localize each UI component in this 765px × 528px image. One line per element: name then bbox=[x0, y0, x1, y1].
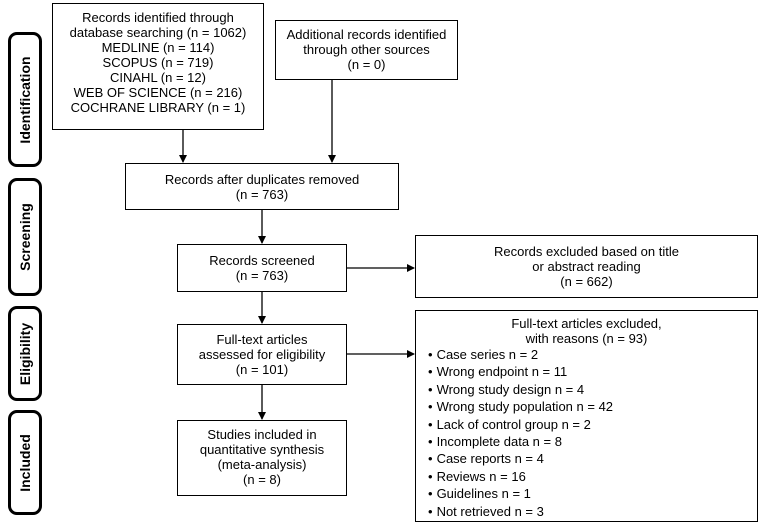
exclusion-reason: Wrong study design n = 4 bbox=[428, 381, 757, 398]
stage-identification: Identification bbox=[8, 32, 42, 167]
fulltext-line: assessed for eligibility bbox=[198, 347, 326, 362]
exclusion-reason: Case reports n = 4 bbox=[428, 450, 757, 467]
stage-screening-label: Screening bbox=[17, 203, 33, 271]
screened-line: (n = 763) bbox=[235, 268, 289, 283]
identified-line: CINAHL (n = 12) bbox=[110, 70, 206, 85]
fulltext-excluded-box: Full-text articles excluded, with reason… bbox=[415, 310, 758, 522]
identified-line: WEB OF SCIENCE (n = 216) bbox=[73, 85, 243, 100]
identified-line: MEDLINE (n = 114) bbox=[101, 40, 215, 55]
identified-line: SCOPUS (n = 719) bbox=[102, 55, 214, 70]
excluded-title-line: or abstract reading bbox=[532, 259, 641, 274]
records-identified-box: Records identified through database sear… bbox=[52, 3, 264, 130]
exclusion-reason: Not retrieved n = 3 bbox=[428, 503, 757, 520]
fulltext-excluded-header-line: with reasons (n = 93) bbox=[525, 331, 648, 346]
stage-eligibility-label: Eligibility bbox=[17, 322, 33, 385]
stage-included-label: Included bbox=[17, 433, 33, 492]
duplicates-line: Records after duplicates removed bbox=[164, 172, 360, 187]
exclusion-reason: Wrong endpoint n = 11 bbox=[428, 363, 757, 380]
exclusion-reason: Reviews n = 16 bbox=[428, 468, 757, 485]
studies-included-box: Studies included in quantitative synthes… bbox=[177, 420, 347, 496]
excluded-title-line: Records excluded based on title bbox=[493, 244, 679, 259]
additional-records-box: Additional records identified through ot… bbox=[275, 20, 458, 80]
fulltext-line: (n = 101) bbox=[235, 362, 289, 377]
included-line: (n = 8) bbox=[243, 472, 281, 487]
duplicates-removed-box: Records after duplicates removed (n = 76… bbox=[125, 163, 399, 210]
included-line: quantitative synthesis bbox=[199, 442, 325, 457]
fulltext-excluded-header-line: Full-text articles excluded, bbox=[511, 316, 662, 331]
stage-identification-label: Identification bbox=[17, 55, 33, 144]
exclusion-reason: Incomplete data n = 8 bbox=[428, 433, 757, 450]
exclusion-reason: Case series n = 2 bbox=[428, 346, 757, 363]
additional-line: (n = 0) bbox=[347, 57, 386, 72]
identified-line: database searching (n = 1062) bbox=[69, 25, 247, 40]
fulltext-excluded-header: Full-text articles excluded, with reason… bbox=[416, 316, 757, 346]
duplicates-line: (n = 763) bbox=[235, 187, 289, 202]
identified-line: COCHRANE LIBRARY (n = 1) bbox=[70, 100, 246, 115]
exclusion-reasons-list: Case series n = 2 Wrong endpoint n = 11 … bbox=[428, 346, 757, 520]
included-line: Studies included in bbox=[207, 427, 317, 442]
stage-eligibility: Eligibility bbox=[8, 306, 42, 401]
included-line: (meta-analysis) bbox=[217, 457, 307, 472]
stage-included: Included bbox=[8, 410, 42, 515]
excluded-title-line: (n = 662) bbox=[560, 274, 613, 289]
identified-line: Records identified through bbox=[82, 10, 234, 25]
fulltext-line: Full-text articles bbox=[216, 332, 308, 347]
fulltext-assessed-box: Full-text articles assessed for eligibil… bbox=[177, 324, 347, 385]
additional-line: through other sources bbox=[303, 42, 430, 57]
additional-line: Additional records identified bbox=[286, 27, 447, 42]
records-screened-box: Records screened (n = 763) bbox=[177, 244, 347, 292]
records-excluded-title-box: Records excluded based on title or abstr… bbox=[415, 235, 758, 298]
stage-screening: Screening bbox=[8, 178, 42, 296]
exclusion-reason: Guidelines n = 1 bbox=[428, 485, 757, 502]
exclusion-reason: Lack of control group n = 2 bbox=[428, 416, 757, 433]
exclusion-reason: Wrong study population n = 42 bbox=[428, 398, 757, 415]
screened-line: Records screened bbox=[209, 253, 315, 268]
